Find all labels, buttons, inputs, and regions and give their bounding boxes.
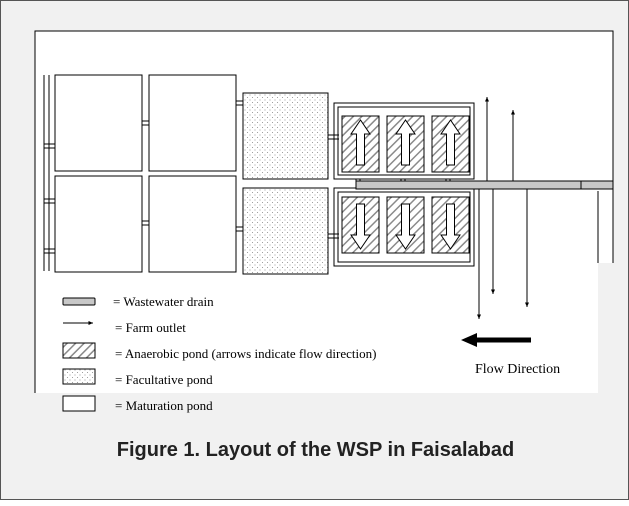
legend-facultative-symbol	[62, 368, 96, 385]
anaerobic-ponds-bottom	[341, 196, 470, 254]
flow-down-arrow-icon	[395, 203, 416, 250]
left-pipes	[43, 75, 339, 271]
diagram-border	[34, 30, 614, 393]
wastewater-drain	[355, 180, 614, 190]
legend-drain-symbol	[62, 297, 96, 306]
maturation-pond	[54, 74, 143, 172]
maturation-pond	[148, 175, 237, 273]
maturation-pond	[148, 74, 237, 172]
flow-up-arrow-icon	[440, 119, 461, 166]
flow-direction-label: Flow Direction	[475, 362, 560, 377]
legend-anaerobic-symbol	[62, 342, 96, 359]
flow-up-arrow-icon	[395, 119, 416, 166]
legend-label-farm-outlet: = Farm outlet	[115, 320, 186, 335]
facultative-pond	[242, 187, 329, 275]
legend-label-facultative: = Facultative pond	[115, 372, 213, 387]
flow-direction-arrow-icon	[461, 333, 477, 347]
legend-label-maturation: = Maturation pond	[115, 398, 213, 413]
legend: = Wastewater drain = Farm outlet = Anaer…	[62, 294, 376, 413]
facultative-pond	[242, 92, 329, 180]
facultative-ponds	[242, 92, 329, 275]
flow-down-arrow-icon	[440, 203, 461, 250]
anaerobic-ponds-top	[341, 115, 470, 173]
legend-label-anaerobic: = Anaerobic pond (arrows indicate flow d…	[115, 346, 376, 361]
maturation-ponds	[54, 74, 237, 273]
legend-label-drain: = Wastewater drain	[113, 294, 214, 309]
flow-up-arrow-icon	[350, 119, 371, 166]
legend-maturation-symbol	[62, 395, 96, 412]
figure-caption: Figure 1. Layout of the WSP in Faisalaba…	[116, 439, 515, 461]
flow-direction-indicator: Flow Direction	[461, 333, 560, 377]
farm-outlets	[477, 97, 529, 319]
flow-down-arrow-icon	[350, 203, 371, 250]
maturation-pond	[54, 175, 143, 273]
